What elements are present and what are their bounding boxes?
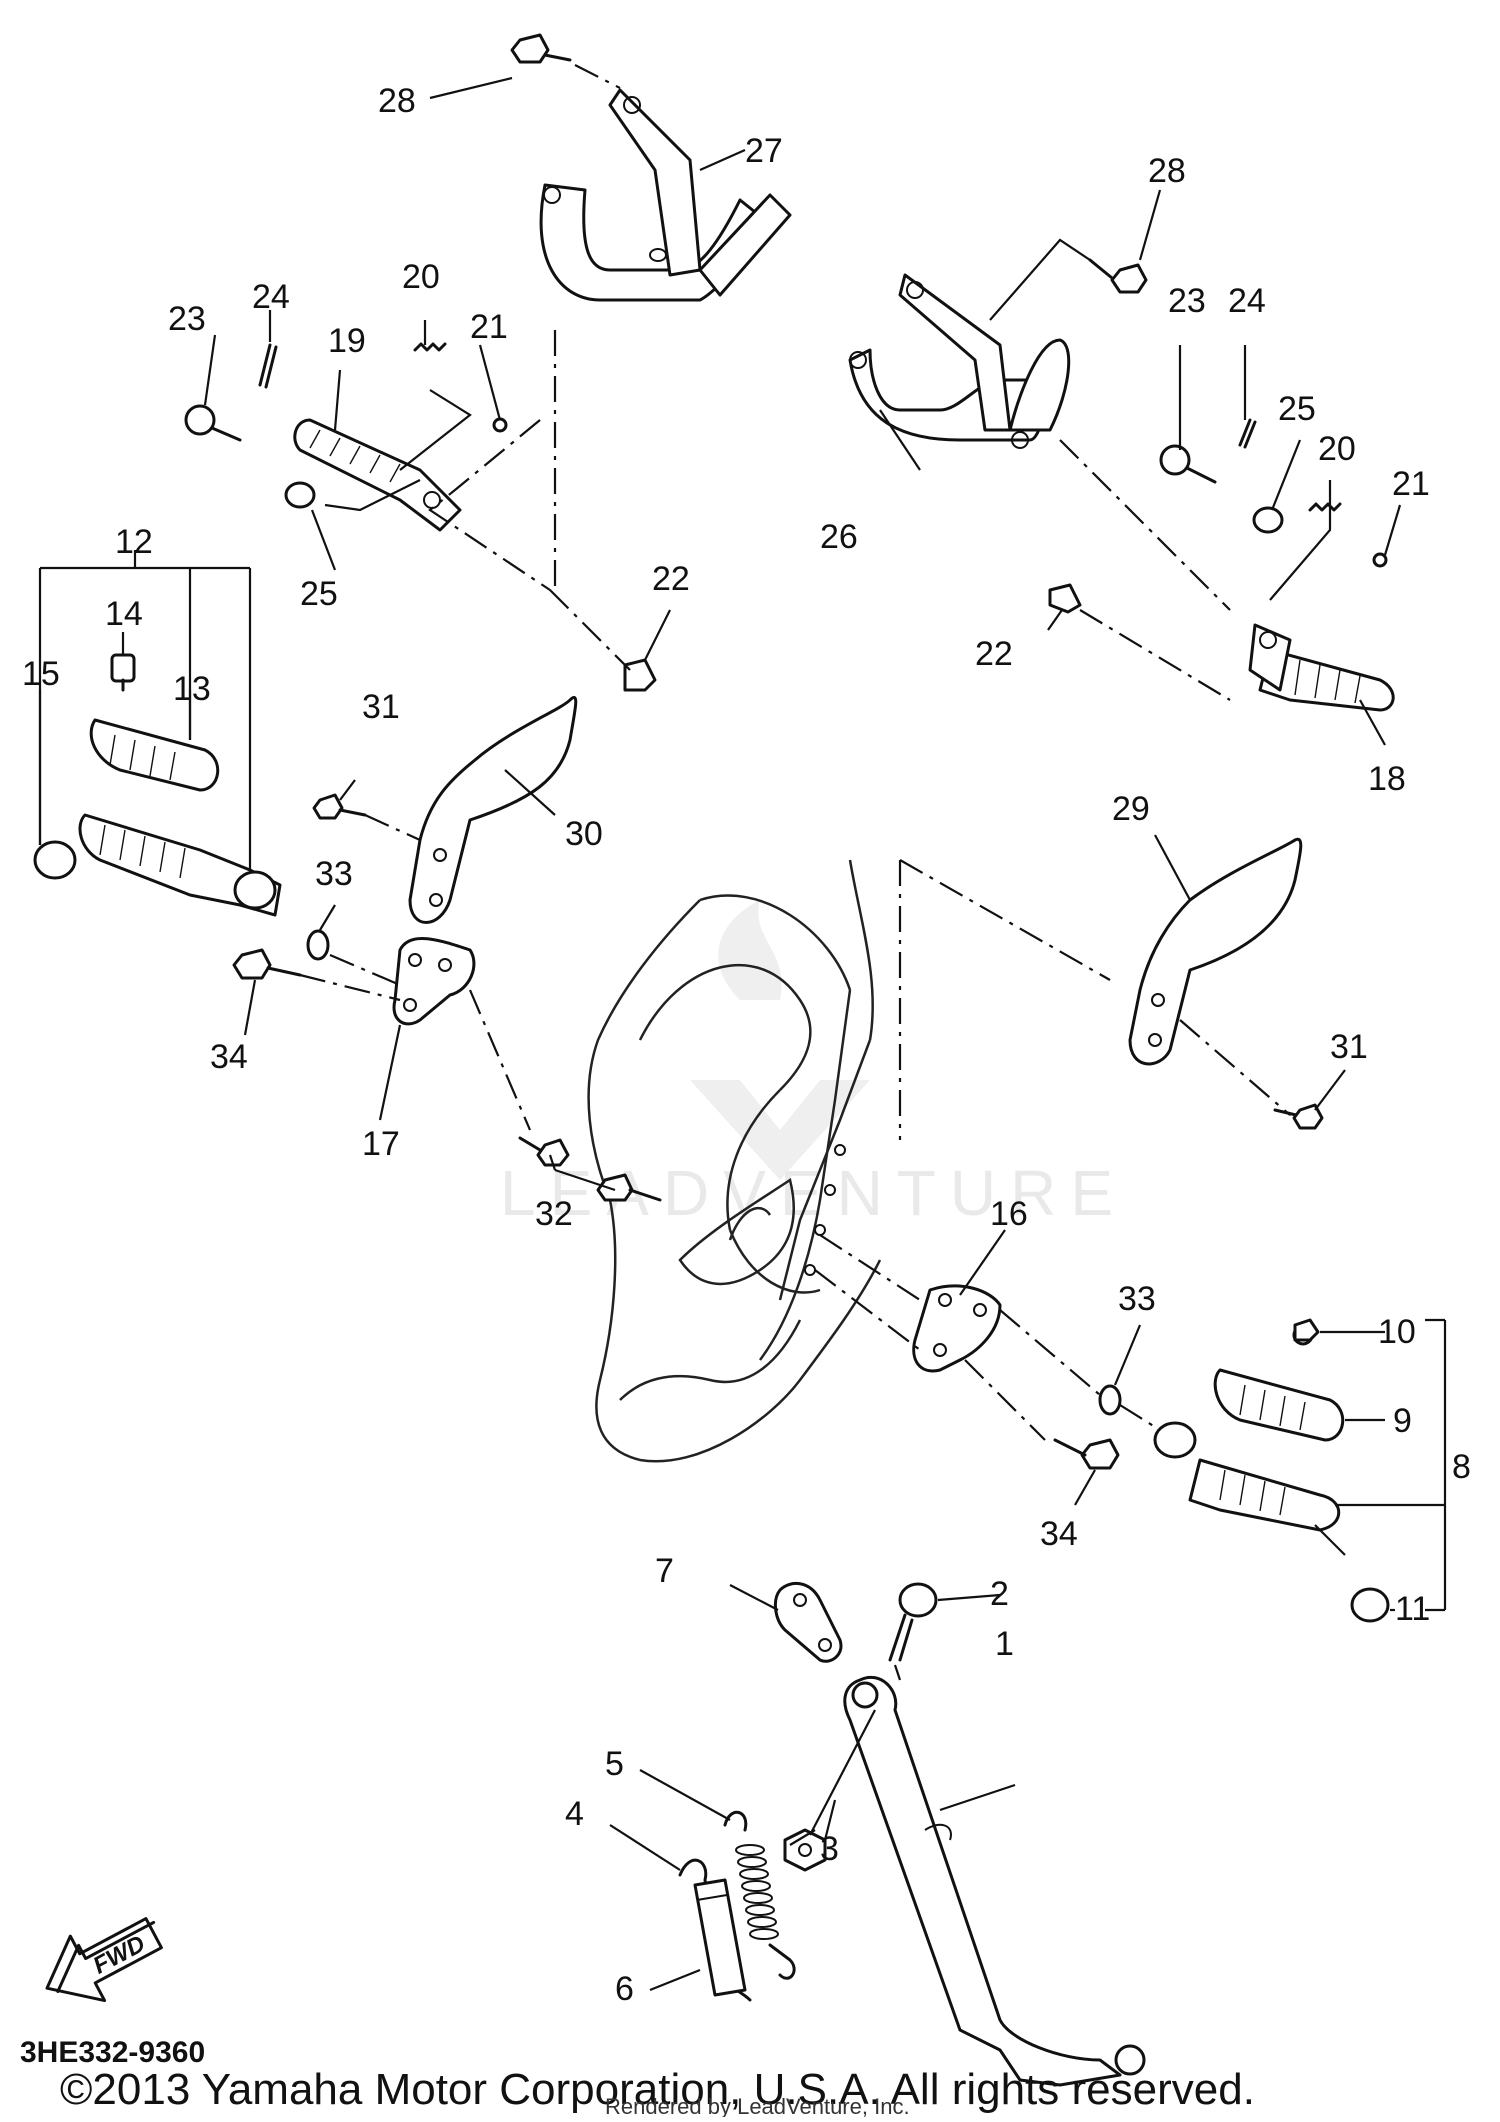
label-18: 18: [1368, 760, 1406, 798]
label-20-left: 20: [402, 258, 440, 296]
label-2: 2: [990, 1575, 1009, 1613]
label-34-left: 34: [210, 1038, 248, 1076]
label-11: 11: [1395, 1590, 1430, 1628]
heel-guard-29: [1128, 837, 1303, 1066]
label-17: 17: [362, 1125, 400, 1163]
label-22-right: 22: [975, 635, 1013, 673]
label-24-left: 24: [252, 278, 290, 316]
label-25-right: 25: [1278, 390, 1316, 428]
label-8: 8: [1452, 1448, 1471, 1486]
label-13: 13: [173, 670, 211, 708]
label-1: 1: [995, 1625, 1014, 1663]
label-33-left: 33: [315, 855, 353, 893]
sidestand-1: [843, 1675, 1146, 2087]
rear-footpeg-19: [293, 418, 462, 532]
sidestand-bolt-2: [888, 1582, 938, 1662]
label-15: 15: [22, 655, 60, 693]
label-34-right: 34: [1040, 1515, 1078, 1553]
label-30: 30: [565, 815, 603, 853]
copyright-notice: ©2013 Yamaha Motor Corporation, U.S.A. A…: [60, 2065, 1255, 2114]
label-9: 9: [1393, 1402, 1412, 1440]
label-26: 26: [820, 518, 858, 556]
front-footpeg-assembly-8: [1153, 1324, 1390, 1623]
label-12: 12: [115, 523, 153, 561]
label-27: 27: [745, 132, 783, 170]
label-24-right: 24: [1228, 282, 1266, 320]
label-5: 5: [605, 1745, 624, 1783]
label-33-right: 33: [1118, 1280, 1156, 1318]
spring-cover-6: [693, 1878, 747, 1997]
label-7: 7: [655, 1552, 674, 1590]
rear-footpeg-18: [1248, 623, 1395, 712]
label-16: 16: [990, 1195, 1028, 1233]
label-31-right: 31: [1330, 1028, 1368, 1066]
sidestand-nut-3: [783, 1828, 827, 1872]
rear-footrest-bracket-27: [539, 88, 792, 302]
label-21-left: 21: [470, 308, 508, 346]
label-25-left: 25: [300, 575, 338, 613]
fwd-arrow: FWD: [45, 1917, 163, 2003]
label-32: 32: [535, 1195, 573, 1233]
hardware: [121, 33, 1388, 1470]
label-23-right: 23: [1168, 282, 1206, 320]
label-29: 29: [1112, 790, 1150, 828]
label-20-right: 20: [1318, 430, 1356, 468]
diagram-code: 3HE332-9360: [20, 2036, 205, 2069]
label-28-left: 28: [378, 82, 416, 120]
rendered-by-credit: Rendered by LeadVenture, Inc.: [605, 2094, 910, 2117]
heel-guard-30: [408, 696, 578, 924]
leadventure-watermark: LEADVENTURE: [500, 900, 1127, 1229]
label-21-right: 21: [1392, 465, 1430, 503]
label-4: 4: [565, 1795, 584, 1833]
watermark-text: LEADVENTURE: [500, 1157, 1127, 1229]
front-footpeg-assembly-12: [33, 653, 282, 917]
label-31-left: 31: [362, 688, 400, 726]
label-3: 3: [820, 1830, 839, 1868]
label-22-left: 22: [652, 560, 690, 598]
label-10: 10: [1378, 1313, 1416, 1351]
leader-lines: [38, 76, 1447, 1992]
label-23-left: 23: [168, 300, 206, 338]
footrest-bracket-16: [912, 1284, 1002, 1373]
part-labels: 1 2 3 4 5 6 7 8 9 10 11 12 13 14 15 16 1…: [22, 82, 1471, 2008]
spring-5: [723, 1811, 796, 1980]
footrest-bracket-17: [392, 936, 476, 1026]
label-6: 6: [615, 1970, 634, 2008]
frame-outline: [587, 859, 882, 1463]
label-28-right: 28: [1148, 152, 1186, 190]
label-19: 19: [328, 322, 366, 360]
plate-7: [773, 1581, 843, 1663]
assembly-lines: [299, 64, 1291, 1681]
label-14: 14: [105, 595, 143, 633]
rear-footrest-bracket-26: [848, 273, 1071, 449]
